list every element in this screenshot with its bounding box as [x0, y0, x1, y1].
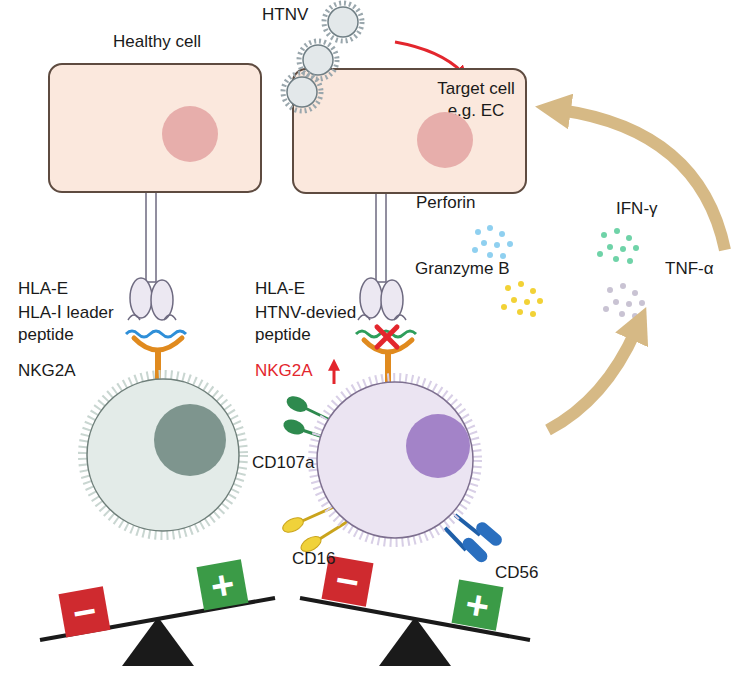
balance-seesaw — [40, 559, 275, 666]
secretion-arrow — [548, 330, 636, 430]
nk-nucleus — [406, 414, 470, 478]
cd107a-marker — [281, 393, 330, 438]
target-cell: Target cell e.g. EC — [292, 68, 527, 194]
cytokine-label: Granzyme B — [415, 258, 525, 280]
nk-nucleus — [154, 404, 226, 476]
sign-symbol: − — [322, 555, 374, 606]
cd56-marker — [445, 515, 504, 565]
sign-symbol: + — [452, 579, 504, 630]
cytokine-label: Perforin — [416, 192, 506, 214]
granzyme-b-dots — [501, 281, 543, 317]
peptide-label: HLA-Ⅰ leader peptide — [18, 302, 130, 346]
cell-label: Target cell e.g. EC — [426, 78, 526, 122]
nk-cell — [83, 375, 243, 535]
activated-nk-cell — [313, 378, 477, 542]
nkg2a-receptor — [364, 340, 412, 384]
blocked-cross — [377, 327, 397, 347]
molecule-label: HLA-E — [18, 278, 108, 300]
healthy-cell: Healthy cell — [48, 63, 262, 193]
peptide-label: HTNV-devied peptide — [255, 302, 370, 346]
cytokine-label: TNF-α — [665, 258, 735, 280]
sign-symbol: + — [197, 559, 249, 610]
virus-particle — [324, 3, 362, 41]
viral-peptide — [356, 331, 416, 337]
marker-label: CD56 — [495, 562, 555, 584]
receptor-label: NKG2A — [18, 360, 108, 382]
nkg2a-receptor — [134, 338, 182, 382]
tnf-alpha-dots — [603, 283, 645, 319]
killing-arrow — [560, 110, 725, 250]
upregulation-arrow — [333, 366, 336, 384]
cell-label: Healthy cell — [50, 31, 264, 53]
hla-e-molecule — [128, 190, 176, 320]
receptor-label: NKG2A — [255, 360, 335, 382]
cytokine-label: IFN-γ — [616, 198, 686, 220]
marker-label: CD107a — [252, 452, 332, 474]
leader-peptide — [126, 331, 186, 337]
sign-symbol: − — [59, 586, 111, 637]
hla-e-molecule — [358, 192, 406, 320]
ifn-gamma-dots — [597, 228, 639, 264]
virus-label: HTNV — [262, 4, 332, 26]
molecule-label: HLA-E — [255, 278, 345, 300]
perforin-dots — [472, 225, 513, 259]
cd16-marker — [280, 505, 350, 555]
